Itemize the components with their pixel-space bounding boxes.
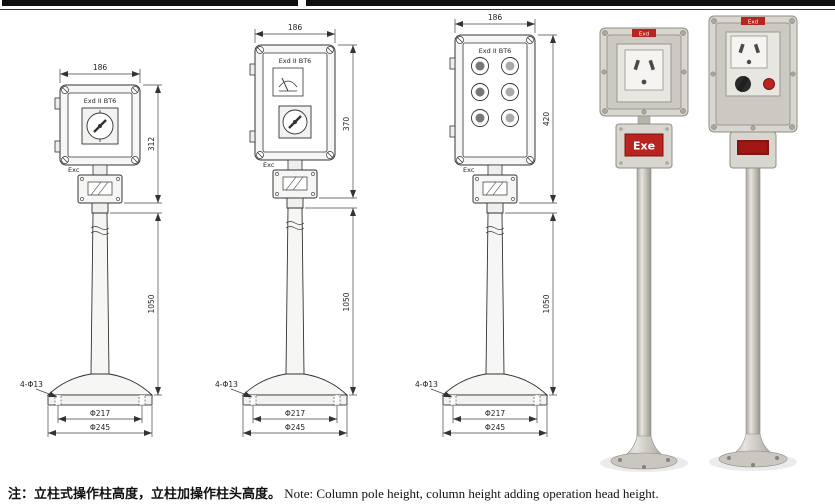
socket-hole	[746, 59, 752, 65]
horizontal-rule	[0, 9, 835, 10]
dim-pole-height: 1050	[342, 292, 351, 311]
socket-slot	[633, 59, 640, 71]
dim-bolt-circle: Φ217	[285, 409, 305, 418]
dimension-lines	[230, 29, 357, 437]
exe-plate	[624, 133, 664, 157]
table-border-remnant-right	[306, 0, 835, 6]
exc-label: Exc	[463, 166, 475, 174]
socket-slot	[753, 43, 760, 54]
socket-hole	[641, 79, 647, 85]
equipment-labels: Exd II BT6 Exc	[463, 47, 511, 174]
equipment-labels: Exd II BT6 Exc	[263, 57, 311, 169]
photo1-head-box: Exd	[599, 27, 689, 117]
dim-holes: 4-Φ13	[20, 380, 43, 389]
meter-symbol	[272, 67, 304, 97]
lid-bolts	[601, 29, 687, 115]
dim-top-width: 186	[93, 63, 108, 72]
dim-bolt-circle: Φ217	[485, 409, 505, 418]
base-flange	[241, 373, 349, 406]
dim-base-diameter: Φ245	[285, 423, 305, 432]
pole	[90, 212, 110, 375]
drawing-outline	[441, 34, 549, 406]
pole	[285, 207, 305, 375]
exd-plate	[632, 29, 656, 37]
head-marking-label: Exd II BT6	[84, 97, 117, 105]
dim-head-height: 420	[542, 112, 551, 127]
dimension-lines	[430, 19, 557, 437]
dimension-labels: 186 420 1050 Φ217 Φ245 4-Φ13	[415, 13, 551, 432]
photo2-pole	[745, 167, 761, 439]
drawing-outline	[241, 44, 349, 406]
dimension-lines	[35, 69, 162, 437]
pole	[485, 212, 505, 375]
dim-base-diameter: Φ245	[485, 423, 505, 432]
drawing-outline	[46, 84, 154, 406]
corner-screws	[61, 86, 139, 164]
product-photo-switch-column: Exd	[708, 15, 798, 471]
rotary-switch-symbol	[278, 105, 312, 139]
footer-note: 注：立柱式操作柱高度，立柱加操作柱头高度。 Note: Column pole …	[8, 483, 832, 502]
pushbuttons	[471, 57, 519, 127]
table-border-remnant-left	[2, 0, 298, 6]
diagram-pushbutton-column: 186 420 1050 Φ217 Φ245 4-Φ13 Exd II BT6 …	[415, 13, 557, 437]
note-english: Note: Column pole height, column height …	[284, 486, 659, 501]
junction-box	[472, 174, 518, 204]
photo1-exe-label: Exe	[633, 140, 655, 153]
dim-holes: 4-Φ13	[415, 380, 438, 389]
photo2-exd-label: Exd	[748, 20, 758, 26]
note-chinese: 注：立柱式操作柱高度，立柱加操作柱头高度。	[8, 486, 282, 501]
dim-head-height: 312	[147, 137, 156, 152]
dim-top-width: 186	[288, 23, 303, 32]
photo1-exe-box: Exe	[615, 123, 673, 169]
exc-label: Exc	[68, 166, 80, 174]
dim-pole-height: 1050	[542, 294, 551, 313]
dim-head-height: 370	[342, 117, 351, 132]
dimension-labels: 186 370 1050 Φ217 Φ245 4-Φ13	[215, 23, 351, 432]
corner-screws	[256, 46, 334, 159]
base-flange	[441, 373, 549, 406]
exd-plate	[741, 17, 765, 25]
junction-box	[77, 174, 123, 204]
dim-holes: 4-Φ13	[215, 380, 238, 389]
head-marking-label: Exd II BT6	[279, 57, 312, 65]
exc-label: Exc	[263, 161, 275, 169]
corner-screws	[456, 36, 534, 164]
diagram-rotary-switch-column: 186 312 1050 Φ217 Φ245 4-Φ13 Exd II BT6 …	[20, 63, 162, 437]
diagram-meter-switch-column: 186 370 1050 Φ217 Φ245 4-Φ13 Exd II BT6 …	[215, 23, 357, 437]
rotary-switch-symbol	[81, 107, 119, 145]
red-button	[763, 78, 775, 90]
dim-base-diameter: Φ245	[90, 423, 110, 432]
equipment-labels: Exd II BT6 Exc	[68, 97, 116, 174]
photo1-pole	[636, 165, 652, 441]
socket-slot	[738, 43, 745, 54]
dim-bolt-circle: Φ217	[90, 409, 110, 418]
dim-pole-height: 1050	[147, 294, 156, 313]
photo2-display-module	[729, 131, 777, 169]
switch-handle	[736, 75, 750, 93]
photo2-head-box: Exd	[708, 15, 798, 133]
dimension-labels: 186 312 1050 Φ217 Φ245 4-Φ13	[20, 63, 156, 432]
socket-slot	[648, 59, 655, 71]
junction-box	[272, 169, 318, 199]
lid-bolts	[710, 18, 796, 131]
head-marking-label: Exd II BT6	[479, 47, 512, 55]
photo1-exd-label: Exd	[639, 32, 649, 38]
base-flange	[46, 373, 154, 406]
product-photo-socket-column: Exd Exe	[599, 27, 689, 472]
dim-top-width: 186	[488, 13, 503, 22]
